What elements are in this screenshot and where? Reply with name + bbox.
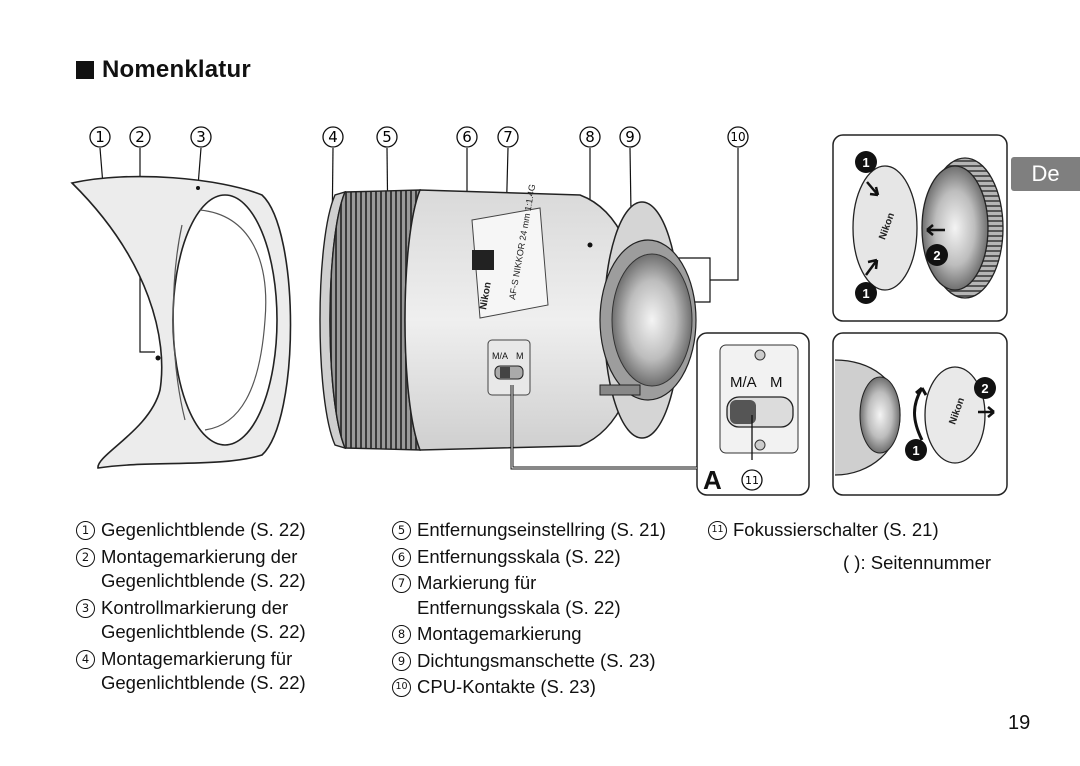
svg-text:7: 7 [503, 128, 513, 146]
legend-item-8: 8 Montagemarkierung [392, 622, 692, 647]
legend-number: 7 [392, 574, 411, 593]
svg-text:1: 1 [862, 286, 869, 301]
callout-6: 6 [456, 126, 478, 148]
legend-number: 11 [708, 521, 727, 540]
svg-text:4: 4 [328, 128, 338, 146]
legend-text: Montagemarkierung für [101, 647, 293, 669]
title-square-bullet [76, 61, 94, 79]
rear-cap-inset: Nikon 2 1 [832, 332, 1008, 496]
legend-text: Gegenlichtblende (S. 22) [101, 621, 306, 642]
legend-item-1: 1 Gegenlichtblende (S. 22) [76, 518, 336, 543]
page-number: 19 [1008, 712, 1031, 734]
legend-item-10: 10 CPU-Kontakte (S. 23) [392, 675, 692, 700]
legend-number: 8 [392, 625, 411, 644]
legend-number: 6 [392, 547, 411, 567]
callout-5: 5 [376, 126, 398, 148]
callout-10: 10 [727, 126, 749, 148]
legend-text: Montagemarkierung der [101, 545, 298, 567]
svg-text:M/A: M/A [730, 374, 757, 391]
legend-text: Gegenlichtblende (S. 22) [101, 519, 306, 540]
svg-text:2: 2 [933, 248, 940, 263]
section-title: Nomenklatur [76, 56, 251, 84]
legend-text: Entfernungsskala (S. 22) [417, 596, 621, 618]
front-cap-inset: Nikon 1 2 1 [832, 134, 1008, 322]
svg-text:3: 3 [196, 128, 206, 146]
svg-text:Nikon: Nikon [478, 281, 494, 310]
svg-text:5: 5 [382, 128, 392, 146]
legend-text: Entfernungsskala (S. 22) [417, 545, 621, 567]
svg-text:2: 2 [135, 128, 145, 146]
svg-text:M: M [516, 351, 524, 361]
legend-number: 2 [76, 547, 95, 567]
legend-column-1: 1 Gegenlichtblende (S. 22) 2 Montagemark… [76, 518, 336, 698]
section-title-text: Nomenklatur [102, 56, 251, 83]
svg-text:11: 11 [745, 474, 759, 487]
legend-number: 9 [392, 651, 411, 671]
svg-text:10: 10 [730, 130, 745, 144]
legend-text: Montagemarkierung [417, 623, 582, 644]
callout-8: 8 [579, 126, 601, 148]
page-number-note: ( ): Seitennummer [843, 552, 992, 573]
legend-item-5: 5 Entfernungseinstellring (S. 21) [392, 518, 692, 543]
legend-text: Kontrollmarkierung der [101, 596, 289, 618]
legend-item-2: 2 Montagemarkierung der Gegenlichtblende… [76, 545, 336, 594]
callout-4: 4 [322, 126, 344, 148]
legend-item-4: 4 Montagemarkierung für Gegenlichtblende… [76, 647, 336, 696]
svg-text:2: 2 [981, 381, 988, 396]
legend-number: 5 [392, 521, 411, 540]
svg-text:M/A: M/A [492, 351, 508, 361]
legend-item-11: 11 Fokussierschalter (S. 21) [708, 518, 1018, 543]
callout-numbers: 1 2 3 4 5 6 7 8 9 10 [89, 126, 749, 148]
legend-text: Entfernungseinstellring (S. 21) [417, 519, 666, 540]
svg-text:6: 6 [462, 128, 472, 146]
legend-item-7: 7 Markierung für Entfernungsskala (S. 22… [392, 571, 692, 620]
legend-item-3: 3 Kontrollmarkierung der Gegenlichtblend… [76, 596, 336, 645]
callout-3: 3 [190, 126, 212, 148]
legend-number: 1 [76, 521, 95, 540]
legend-text: Gegenlichtblende (S. 22) [101, 570, 306, 591]
svg-text:A: A [703, 465, 722, 495]
legend-text: Gegenlichtblende (S. 22) [101, 672, 306, 693]
svg-text:1: 1 [912, 443, 919, 458]
svg-text:1: 1 [862, 155, 869, 170]
language-tab: De [1011, 157, 1080, 191]
legend-text: CPU-Kontakte (S. 23) [417, 676, 596, 697]
svg-text:1: 1 [95, 128, 105, 146]
legend-item-6: 6 Entfernungsskala (S. 22) [392, 545, 692, 570]
legend-number: 4 [76, 649, 95, 669]
main-lens: AF-S NIKKOR 24 mm 1:1.4G Nikon M/A M [319, 183, 697, 451]
legend-item-9: 9 Dichtungsmanschette (S. 23) [392, 649, 692, 674]
svg-text:8: 8 [585, 128, 595, 146]
legend-text: Dichtungsmanschette (S. 23) [417, 649, 656, 671]
legend-text: Markierung für [417, 572, 537, 593]
callout-2: 2 [129, 126, 151, 148]
svg-text:9: 9 [625, 128, 635, 146]
legend-text: Fokussierschalter (S. 21) [733, 519, 939, 540]
svg-text:M: M [770, 374, 783, 391]
legend-column-2: 5 Entfernungseinstellring (S. 21) 6 Entf… [392, 518, 692, 702]
lens-hood [70, 175, 292, 469]
lens-illustration: 1 2 3 4 5 6 7 8 9 10 [70, 126, 1008, 496]
legend-number: 10 [392, 678, 411, 697]
callout-1: 1 [89, 126, 111, 148]
callout-7: 7 [497, 126, 519, 148]
callout-9: 9 [619, 126, 641, 148]
legend-number: 3 [76, 598, 95, 618]
focus-switch-inset: M/A M A 11 [696, 332, 810, 496]
legend-column-3: 11 Fokussierschalter (S. 21) [708, 518, 1018, 545]
